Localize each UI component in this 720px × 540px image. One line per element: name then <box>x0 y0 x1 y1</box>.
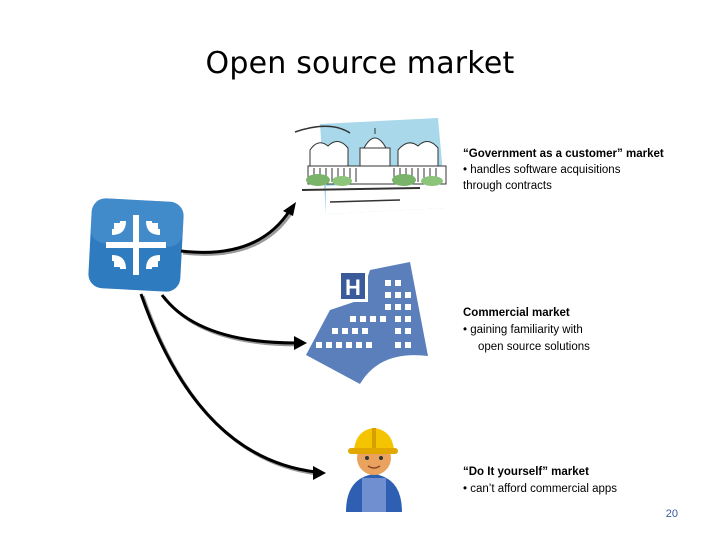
commercial-market-title: Commercial market <box>463 307 570 319</box>
arrow-to-government <box>180 202 296 256</box>
svg-text:H: H <box>345 275 361 300</box>
arrow-to-diy <box>139 293 326 480</box>
arrow-to-commercial <box>160 294 307 350</box>
page-number: 20 <box>665 508 678 520</box>
government-market-line-2: through contracts <box>463 180 552 192</box>
hospital-building-icon: H <box>306 262 428 384</box>
diy-market-title: “Do It yourself” market <box>463 466 589 478</box>
slide-title: Open source market <box>205 46 515 81</box>
government-market-title: “Government as a customer” market <box>463 148 664 160</box>
commercial-market-line-1: • gaining familiarity with <box>463 324 583 336</box>
government-market-line-1: • handles software acquisitions <box>463 164 621 176</box>
open-source-logo-icon <box>88 198 184 292</box>
commercial-market-line-2: open source solutions <box>478 341 590 353</box>
diy-market-line-1: • can’t afford commercial apps <box>463 483 618 495</box>
capitol-building-icon <box>294 118 447 214</box>
construction-worker-icon <box>346 428 402 512</box>
